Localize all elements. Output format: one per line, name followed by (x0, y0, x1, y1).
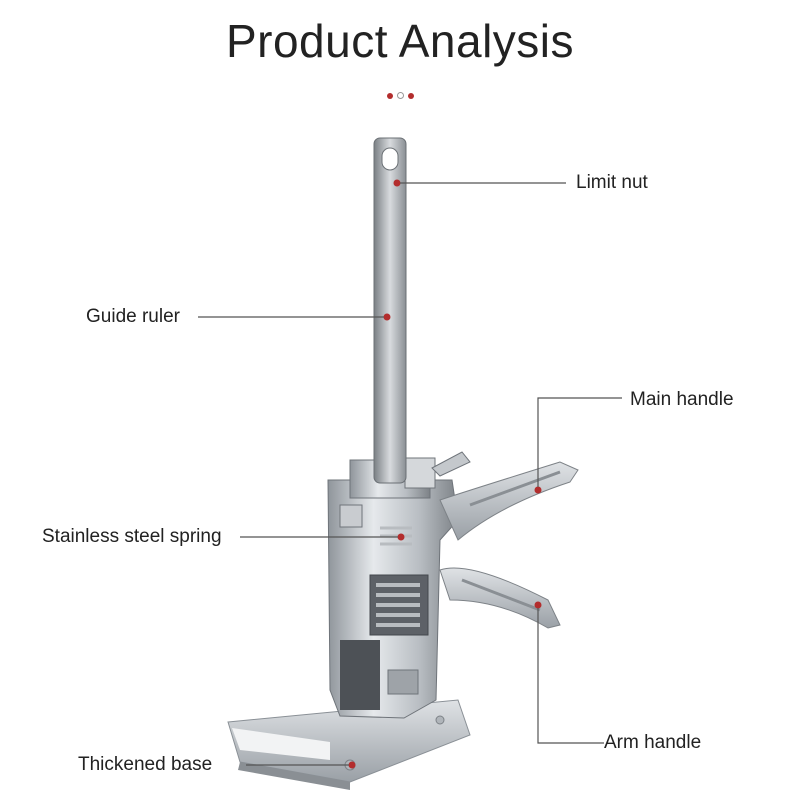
arm-handle (439, 567, 561, 629)
guide-ruler-label: Guide ruler (86, 306, 180, 327)
thickened-base-label: Thickened base (78, 754, 213, 775)
divider-dot (386, 93, 393, 99)
limit-nut-label: Limit nut (576, 172, 648, 193)
spring-label: Stainless steel spring (42, 526, 222, 547)
title-divider-dots (0, 92, 800, 99)
divider-dot (407, 93, 414, 99)
main-handle-label: Main handle (630, 389, 734, 410)
main-handle (439, 461, 579, 541)
page-title: Product Analysis (225, 15, 575, 67)
callout-points (348, 179, 542, 769)
leader-lines (198, 182, 622, 766)
guide-ruler (373, 137, 407, 484)
jack-body (327, 479, 459, 719)
spring (376, 526, 420, 627)
arm-handle-label: Arm handle (604, 732, 702, 753)
divider-dot (396, 92, 404, 99)
